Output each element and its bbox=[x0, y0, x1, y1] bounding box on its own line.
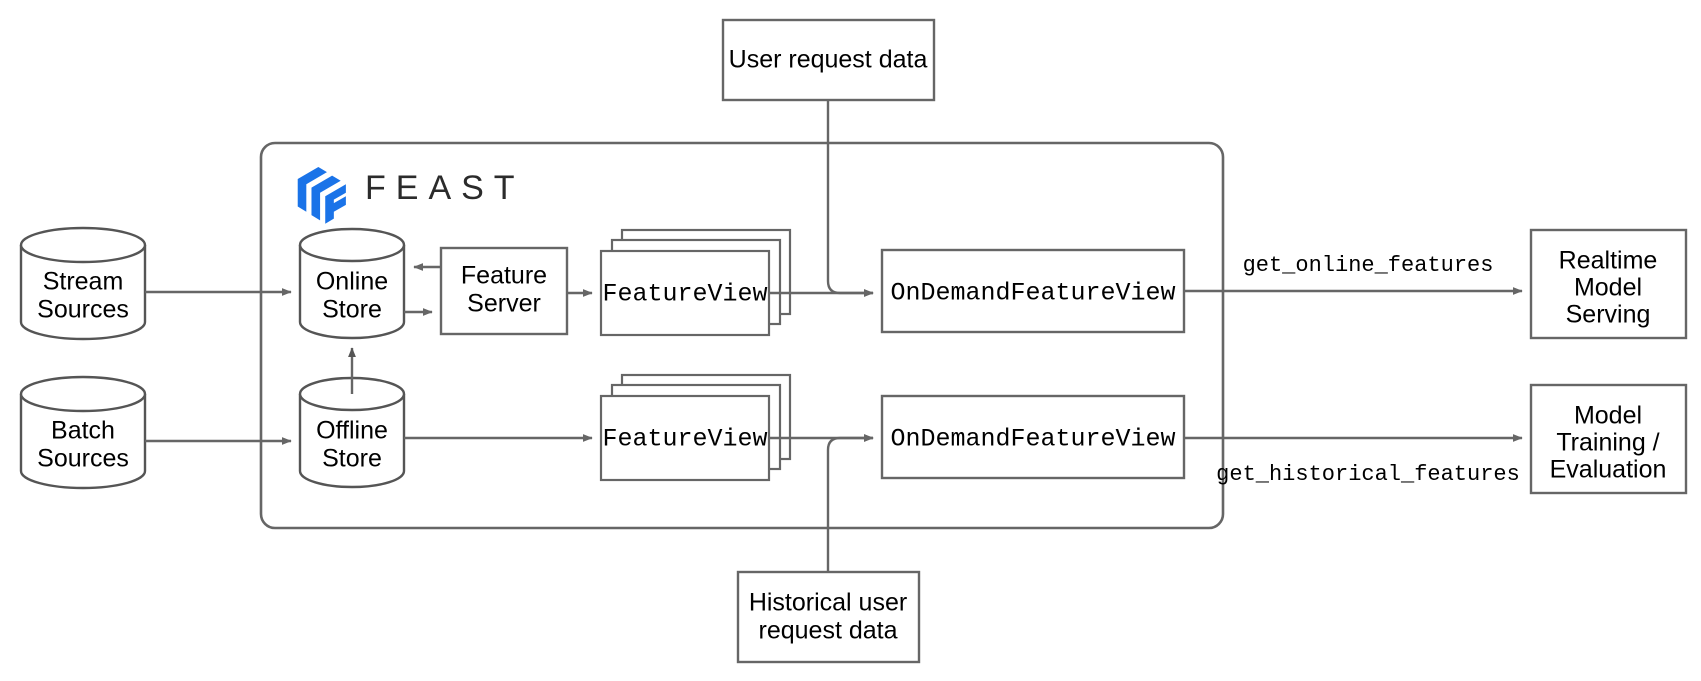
offline-store-node: Offline Store bbox=[298, 376, 406, 489]
model-training-evaluation-label-line1: Model bbox=[1574, 402, 1642, 430]
feature-server-node: Feature Server bbox=[439, 246, 569, 336]
edge-user-request-data-to-odfv-online bbox=[826, 100, 874, 297]
realtime-model-serving-label-line1: Realtime bbox=[1559, 247, 1658, 275]
model-training-evaluation-label-line3: Evaluation bbox=[1550, 456, 1667, 484]
edge-label-get-online-features: get_online_features bbox=[1243, 253, 1494, 278]
realtime-model-serving-label-line3: Serving bbox=[1566, 301, 1651, 329]
odfv-online-node: OnDemandFeatureView bbox=[880, 248, 1186, 334]
feature-server-label-line1: Feature bbox=[461, 262, 547, 290]
feast-container bbox=[259, 141, 1225, 530]
online-store-label-line1: Online bbox=[316, 268, 388, 296]
stream-sources-label-line2: Sources bbox=[37, 296, 129, 324]
feast-logo-icon bbox=[297, 167, 346, 224]
odfv-offline-node: OnDemandFeatureView bbox=[880, 394, 1186, 480]
offline-store-label-line2: Store bbox=[322, 445, 382, 473]
feature-view-offline-label: FeatureView bbox=[602, 425, 767, 454]
feast-wordmark: FEAST bbox=[365, 169, 525, 207]
offline-store-label-line1: Offline bbox=[316, 417, 388, 445]
online-store-node: Online Store bbox=[298, 227, 406, 340]
feature-view-online-node: FeatureView bbox=[599, 228, 792, 337]
historical-user-request-data-label-line1: Historical user bbox=[749, 589, 907, 617]
stream-sources-label-line1: Stream bbox=[43, 268, 124, 296]
historical-user-request-data-label-line2: request data bbox=[759, 617, 898, 645]
feature-server-label-line2: Server bbox=[467, 290, 541, 318]
model-training-evaluation-label-line2: Training / bbox=[1556, 429, 1659, 457]
feature-view-offline-node: FeatureView bbox=[599, 373, 792, 482]
stream-sources-node: Stream Sources bbox=[19, 226, 147, 341]
model-training-evaluation-node: Model Training / Evaluation bbox=[1529, 383, 1688, 495]
user-request-data-label: User request data bbox=[729, 46, 928, 74]
batch-sources-label-line2: Sources bbox=[37, 445, 129, 473]
odfv-offline-label: OnDemandFeatureView bbox=[890, 425, 1175, 454]
odfv-online-label: OnDemandFeatureView bbox=[890, 279, 1175, 308]
realtime-model-serving-label-line2: Model bbox=[1574, 274, 1642, 302]
edge-historical-user-request-data-to-odfv-offline bbox=[826, 434, 874, 572]
edge-label-get-historical-features: get_historical_features bbox=[1216, 462, 1520, 487]
user-request-data-node: User request data bbox=[721, 18, 936, 102]
batch-sources-label-line1: Batch bbox=[51, 417, 115, 445]
feature-view-online-label: FeatureView bbox=[602, 280, 767, 309]
batch-sources-node: Batch Sources bbox=[19, 375, 147, 490]
historical-user-request-data-node: Historical user request data bbox=[736, 570, 921, 664]
realtime-model-serving-node: Realtime Model Serving bbox=[1529, 228, 1688, 340]
online-store-label-line2: Store bbox=[322, 296, 382, 324]
